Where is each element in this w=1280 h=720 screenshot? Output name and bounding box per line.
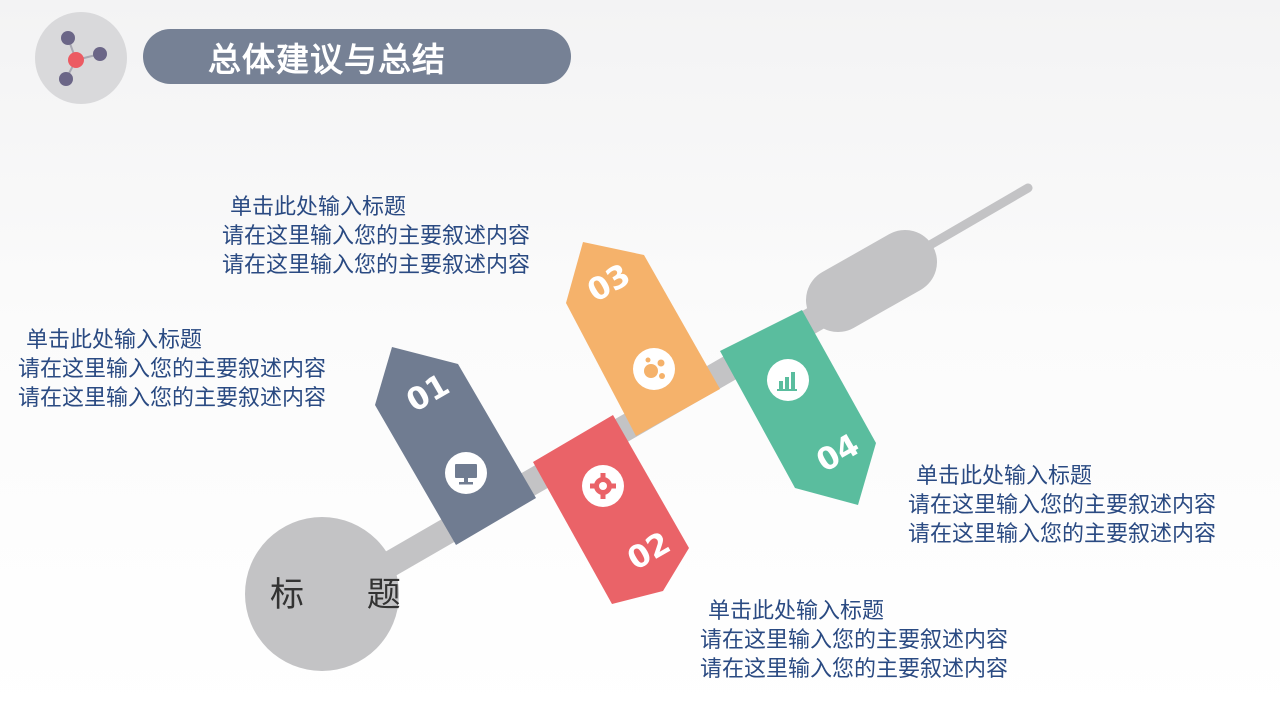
title-bar: 总体建议与总结 (143, 29, 571, 84)
step-text-02: 单击此处输入标题 请在这里输入您的主要叙述内容 请在这里输入您的主要叙述内容 (700, 597, 1008, 684)
bubbles-icon (633, 348, 675, 390)
step-heading: 单击此处输入标题 (916, 464, 1093, 489)
step-desc: 请在这里输入您的主要叙述内容 (18, 357, 327, 382)
step-tag-04 (720, 310, 876, 505)
step-heading: 单击此处输入标题 (26, 328, 203, 353)
step-desc: 请在这里输入您的主要叙述内容 (908, 522, 1217, 547)
needle-tip (925, 183, 1033, 250)
bar-chart-icon (767, 359, 809, 401)
step-tag-01 (375, 347, 536, 545)
step-text-04: 单击此处输入标题 请在这里输入您的主要叙述内容 请在这里输入您的主要叙述内容 (908, 462, 1216, 549)
logo-badge (35, 12, 127, 104)
center-bulb (245, 517, 399, 671)
step-desc: 请在这里输入您的主要叙述内容 (700, 628, 1009, 653)
step-heading: 单击此处输入标题 (708, 599, 885, 624)
step-tag-03 (566, 242, 720, 436)
gear-icon (582, 465, 624, 507)
center-title: 标 题 (270, 575, 427, 615)
step-desc: 请在这里输入您的主要叙述内容 (18, 386, 327, 411)
page-title: 总体建议与总结 (208, 39, 446, 79)
step-desc: 请在这里输入您的主要叙述内容 (908, 493, 1217, 518)
step-heading: 单击此处输入标题 (230, 195, 407, 220)
step-tag-02 (533, 415, 689, 604)
step-desc: 请在这里输入您的主要叙述内容 (222, 253, 531, 278)
step-desc: 请在这里输入您的主要叙述内容 (700, 657, 1009, 682)
needle-barrel (806, 230, 937, 332)
molecule-icon (59, 31, 107, 86)
monitor-icon (445, 452, 487, 494)
step-desc: 请在这里输入您的主要叙述内容 (222, 224, 531, 249)
step-text-03: 单击此处输入标题 请在这里输入您的主要叙述内容 请在这里输入您的主要叙述内容 (222, 193, 530, 280)
step-text-01: 单击此处输入标题 请在这里输入您的主要叙述内容 请在这里输入您的主要叙述内容 (18, 326, 326, 413)
